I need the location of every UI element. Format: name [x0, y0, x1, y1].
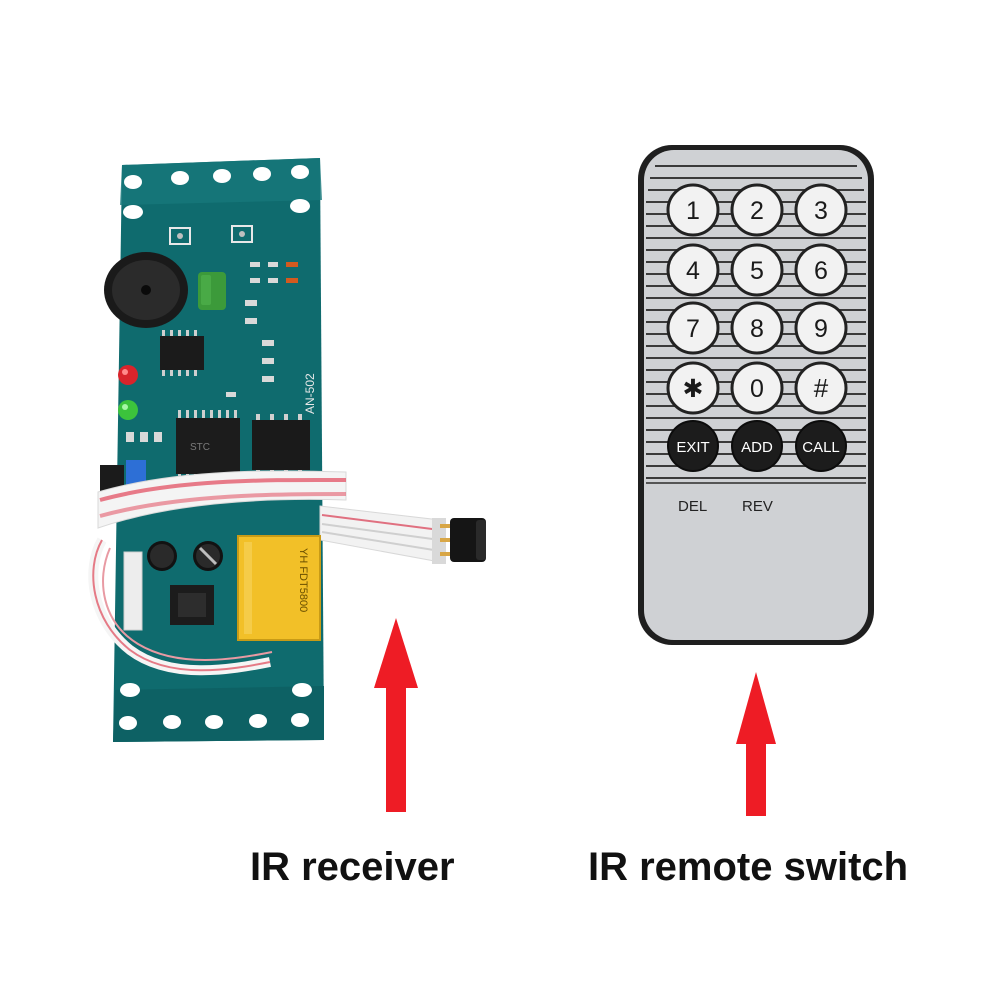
- function-key-button[interactable]: EXIT: [667, 420, 719, 472]
- smd-components: [126, 262, 298, 442]
- function-key-label: EXIT: [676, 439, 709, 456]
- ir-remote: 1 2 3 4 5 6 7 8 9 ✱ 0 # EXIT ADD CALL DEL REV: [638, 145, 874, 645]
- wire-connector: [123, 551, 143, 631]
- function-key-button[interactable]: CALL: [795, 420, 847, 472]
- arrow-up-remote: [736, 672, 776, 816]
- function-key-button[interactable]: ADD: [731, 420, 783, 472]
- relay-label: YH FDT5800: [297, 548, 309, 612]
- key-button[interactable]: ✱: [666, 361, 720, 415]
- ribbon-cable-band: [97, 470, 347, 529]
- remote-function-keys: EXIT ADD CALL: [667, 420, 847, 472]
- key-label: #: [814, 373, 829, 403]
- key-label: 9: [814, 315, 828, 343]
- relay: [237, 535, 321, 641]
- red-led: [118, 365, 138, 385]
- dip-chip: [252, 420, 310, 470]
- ic-chip-small: [160, 336, 204, 370]
- electrolytic-capacitors: [147, 541, 223, 571]
- remote-keypad: 1 2 3 4 5 6 7 8 9 ✱ 0 #: [666, 183, 848, 415]
- mcu-label: STC: [190, 442, 210, 453]
- key-label: 2: [750, 197, 764, 225]
- key-label: 6: [814, 257, 828, 285]
- arrow-up-receiver: [374, 618, 418, 812]
- jumper: [126, 460, 146, 486]
- key-button[interactable]: 3: [794, 183, 848, 237]
- key-button[interactable]: 9: [794, 301, 848, 355]
- key-label: 0: [750, 375, 764, 403]
- key-label: 8: [750, 315, 764, 343]
- board-model-label: AN-502: [303, 373, 317, 414]
- key-button[interactable]: 8: [730, 301, 784, 355]
- key-button[interactable]: 4: [666, 243, 720, 297]
- key-button[interactable]: 6: [794, 243, 848, 297]
- ir-receiver-board: STC AN-502: [88, 158, 486, 742]
- function-key-label: CALL: [802, 439, 840, 456]
- mounting-holes-top: [123, 165, 310, 219]
- key-button[interactable]: #: [794, 361, 848, 415]
- mounting-holes-bottom: [119, 683, 312, 730]
- key-label: 4: [686, 257, 700, 285]
- key-button[interactable]: 7: [666, 301, 720, 355]
- key-button[interactable]: 1: [666, 183, 720, 237]
- buzzer: [104, 252, 188, 328]
- key-label: 3: [814, 197, 828, 225]
- key-label: ✱: [683, 375, 704, 403]
- key-button[interactable]: 5: [730, 243, 784, 297]
- rev-label: REV: [742, 498, 773, 515]
- key-label: 7: [686, 315, 700, 343]
- green-led: [118, 400, 138, 420]
- key-button[interactable]: 0: [730, 361, 784, 415]
- remote-caption: IR remote switch: [588, 845, 909, 889]
- mcu-chip: [176, 418, 240, 474]
- connector-j2: [231, 225, 253, 243]
- function-key-label: ADD: [741, 439, 773, 456]
- receiver-caption: IR receiver: [250, 845, 455, 889]
- del-label: DEL: [678, 498, 707, 515]
- key-label: 1: [686, 197, 700, 225]
- connector-j1: [169, 227, 191, 245]
- key-button[interactable]: 2: [730, 183, 784, 237]
- key-label: 5: [750, 257, 764, 285]
